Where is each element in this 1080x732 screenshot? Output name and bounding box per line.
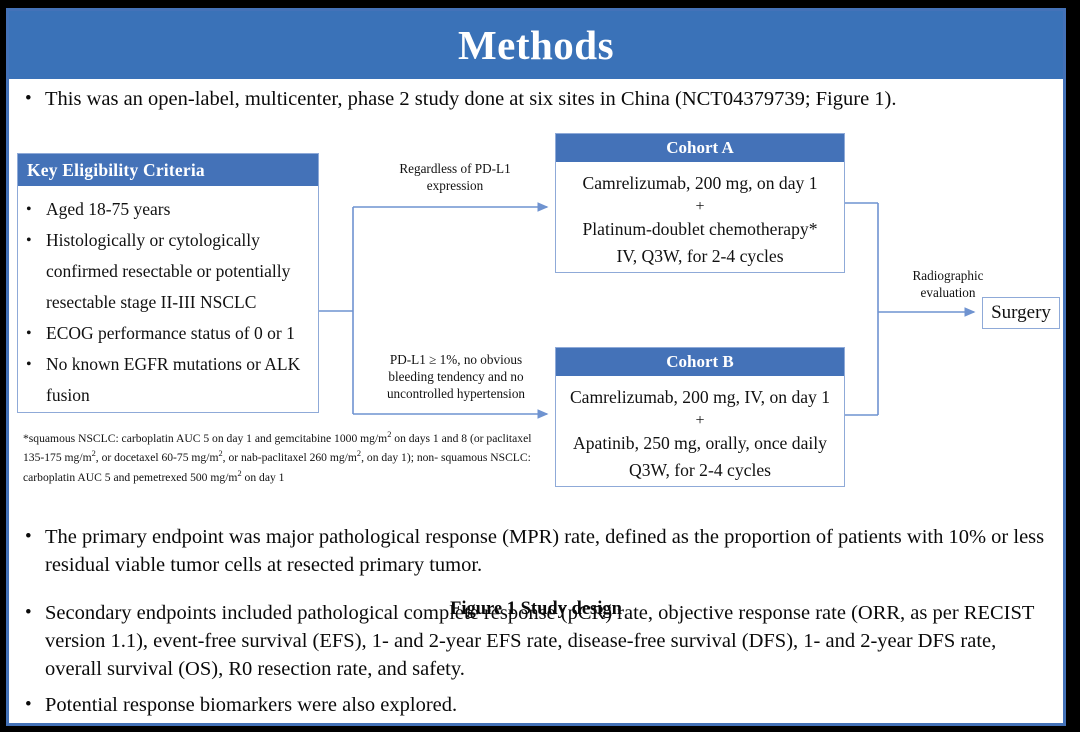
primary-endpoint-text: The primary endpoint was major pathologi… (45, 526, 1045, 576)
footnote-sup: 2 (387, 430, 392, 439)
bullet-glyph: • (25, 88, 32, 109)
footnote-seg-7: squamous NSCLC: carboplatin AUC 5 and pe… (23, 451, 531, 484)
footnote-seg-4: , or docetaxel 60-75 mg/m (95, 451, 219, 465)
footnote-seg-2: on days 1 and 8 (or (391, 431, 484, 445)
bullet-glyph: • (26, 232, 32, 249)
title-band: Methods (9, 11, 1063, 79)
cohort-a-body: Camrelizumab, 200 mg, on day 1 + Platinu… (556, 162, 844, 280)
chemotherapy-footnote: *squamous NSCLC: carboplatin AUC 5 on da… (23, 427, 543, 485)
connector-label-pdl1-criteria: PD-L1 ≥ 1%, no obvious bleeding tendency… (361, 351, 551, 402)
footnote-sup: 2 (218, 449, 223, 459)
connector-label-radiographic-evaluation: Radiographic evaluation (889, 267, 1007, 301)
footnote-seg-6: , on day 1); non- (361, 451, 439, 465)
footnote-sup: 2 (237, 468, 242, 478)
connector-label-line: expression (426, 178, 484, 193)
list-item: • No known EGFR mutations or ALK fusion (26, 349, 312, 411)
footnote-seg-5: , or nab-paclitaxel 260 mg/m (222, 451, 357, 465)
cohort-b-line-1: Camrelizumab, 200 mg, IV, on day 1 (569, 387, 831, 407)
biomarkers-text: Potential response biomarkers were also … (45, 694, 458, 716)
cohort-b-plus: + (695, 412, 705, 429)
eligibility-item-mutations: No known EGFR mutations or ALK fusion (46, 354, 301, 405)
connector-label-line: Radiographic (912, 268, 984, 283)
footnote-sup: 2 (91, 449, 96, 459)
cohort-b-header: Cohort B (556, 348, 844, 376)
primary-endpoint-bullet: • The primary endpoint was major patholo… (19, 523, 1051, 579)
eligibility-item-ecog: ECOG performance status of 0 or 1 (46, 323, 295, 343)
bullet-glyph: • (26, 356, 32, 373)
bullet-glyph: • (25, 602, 32, 623)
page-title: Methods (457, 22, 615, 68)
connector-label-line: Regardless of PD-L1 (399, 161, 511, 176)
cohort-b-line-3: Q3W, for 2-4 cycles (628, 460, 771, 480)
bullet-glyph: • (25, 694, 32, 715)
cohort-b-box: Cohort B Camrelizumab, 200 mg, IV, on da… (555, 347, 845, 487)
eligibility-item-age: Aged 18-75 years (46, 199, 171, 219)
eligibility-item-histology: Histologically or cytologically confirme… (46, 230, 291, 312)
connector-label-regardless-pdl1: Regardless of PD-L1 expression (365, 160, 545, 194)
surgery-box: Surgery (982, 297, 1060, 329)
study-design-figure: Key Eligibility Criteria • Aged 18-75 ye… (9, 115, 1063, 619)
intro-bullet-text: This was an open-label, multicenter, pha… (45, 88, 897, 110)
footnote-seg-1: *squamous NSCLC: carboplatin AUC 5 on da… (23, 431, 388, 445)
cohort-b-body: Camrelizumab, 200 mg, IV, on day 1 + Apa… (556, 376, 844, 494)
cohort-a-plus: + (695, 198, 705, 215)
cohort-a-line-2: Platinum-doublet chemotherapy* (582, 219, 818, 239)
list-item: • Aged 18-75 years (26, 194, 312, 225)
eligibility-header: Key Eligibility Criteria (18, 154, 318, 186)
connector-label-line: PD-L1 ≥ 1%, no obvious (389, 352, 523, 367)
biomarkers-bullet: • Potential response biomarkers were als… (19, 691, 1051, 719)
cohort-b-line-2: Apatinib, 250 mg, orally, once daily (573, 433, 827, 453)
cohort-a-line-3: IV, Q3W, for 2-4 cycles (616, 246, 784, 266)
cohort-a-header: Cohort A (556, 134, 844, 162)
cohort-a-box: Cohort A Camrelizumab, 200 mg, on day 1 … (555, 133, 845, 273)
secondary-endpoints-text: Secondary endpoints included pathologica… (45, 602, 1035, 680)
bullet-glyph: • (26, 325, 32, 342)
footnote-seg-3: paclitaxel 135-175 mg/m (23, 431, 532, 465)
intro-bullet: • This was an open-label, multicenter, p… (19, 85, 1055, 113)
list-item: • ECOG performance status of 0 or 1 (26, 318, 312, 349)
figure-caption: Figure 1 Study design (450, 599, 622, 619)
slide-frame: Methods • This was an open-label, multic… (6, 8, 1066, 726)
eligibility-list: • Aged 18-75 years • Histologically or c… (18, 188, 318, 411)
footnote-sup: 2 (356, 449, 362, 459)
cohort-a-line-1: Camrelizumab, 200 mg, on day 1 (582, 173, 818, 193)
bullet-glyph: • (26, 201, 32, 218)
connector-label-line: bleeding tendency and no (388, 369, 524, 384)
eligibility-criteria-box: Key Eligibility Criteria • Aged 18-75 ye… (17, 153, 319, 413)
secondary-endpoints-bullet: • Secondary endpoints included pathologi… (19, 599, 1051, 683)
bullet-glyph: • (25, 526, 32, 547)
connector-label-line: evaluation (920, 285, 976, 300)
footnote-seg-8: on day 1 (241, 470, 285, 484)
connector-label-line: uncontrolled hypertension (386, 386, 526, 401)
list-item: • Histologically or cytologically confir… (26, 225, 312, 318)
